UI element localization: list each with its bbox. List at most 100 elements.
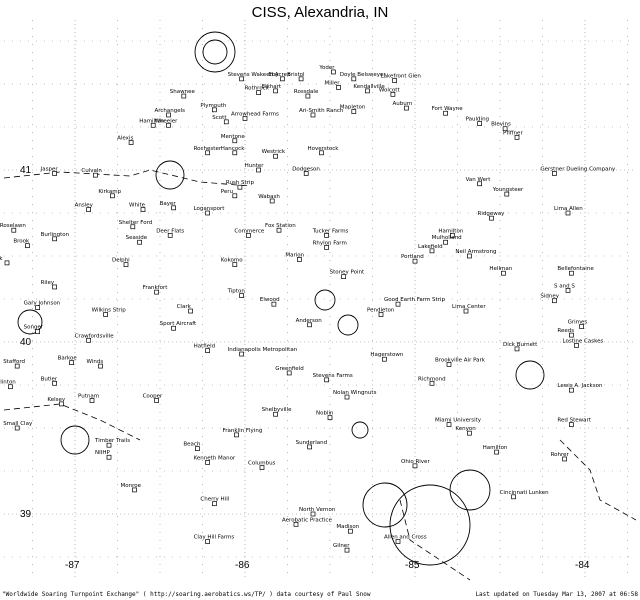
airport-marker: [569, 387, 574, 393]
airport-label: Pfiffner: [503, 130, 523, 136]
map-title: CISS, Alexandria, IN: [251, 4, 389, 21]
airport-marker: [259, 465, 265, 470]
airport-label: Delphi: [112, 258, 130, 264]
airport-marker: [171, 205, 176, 211]
airport-marker: [123, 262, 129, 267]
airport-label: Roselawn: [0, 223, 26, 229]
airport-label: Alexis: [117, 135, 133, 141]
airport-label: Ohio River: [401, 459, 430, 465]
airport-label: Ari-Smith Ranch: [299, 108, 344, 114]
airport-marker: [310, 511, 316, 517]
airport-marker: [106, 442, 112, 448]
airport-label: Wheeler: [155, 118, 179, 124]
airport-marker: [52, 171, 57, 176]
airport-label: Red Stewart: [557, 418, 591, 424]
airport-label: Shawnee: [170, 89, 196, 95]
airport-label: Archangels: [155, 108, 186, 114]
airport-marker: [232, 262, 238, 267]
airport-label: Shelbyville: [262, 407, 292, 413]
airport-marker: [514, 134, 520, 140]
airport-label: Doyle Belsweyer: [340, 72, 387, 78]
airport-marker: [392, 78, 397, 83]
airport-label: S and S: [554, 283, 575, 289]
airport-label: Stevens Farms: [313, 373, 353, 379]
airport-label: Dick Burnett: [503, 342, 538, 348]
airport-label: Winds: [87, 359, 104, 365]
airport-marker: [569, 332, 574, 338]
airport-label: Kenneth Manor: [194, 455, 236, 461]
airport-label: Fox Station: [265, 223, 296, 229]
airport-label: Pendleton: [367, 307, 395, 313]
airport-marker: [234, 432, 239, 438]
airport-label: Gerstner Dueling Company: [540, 166, 616, 172]
airport-label: Rossdale: [294, 89, 319, 95]
airport-label: Elwood: [260, 297, 280, 303]
airport-marker: [562, 456, 567, 462]
lon-label: -87: [65, 560, 80, 571]
airport-label: Riley: [41, 280, 55, 286]
airport-label: Gilner: [333, 543, 350, 549]
airport-marker: [348, 528, 353, 534]
airport-label: Hamilton: [139, 118, 164, 124]
airport-marker: [154, 398, 159, 403]
airport-marker: [569, 422, 574, 427]
airport-marker: [171, 325, 176, 331]
airport-marker: [8, 384, 13, 390]
airport-marker: [307, 444, 312, 450]
airport-label: Beach: [183, 442, 201, 448]
airport-marker: [395, 301, 401, 307]
airport-marker: [574, 343, 579, 348]
airport-label: Miami University: [435, 418, 482, 424]
airport-marker: [307, 322, 312, 328]
airport-marker: [154, 289, 159, 295]
airport-marker: [52, 236, 57, 242]
lat-label: 40: [20, 337, 32, 348]
airport-label: Good Earth Farm Strip: [384, 297, 445, 303]
airport-marker: [205, 348, 210, 353]
airport-marker: [52, 284, 57, 290]
airport-marker: [305, 93, 311, 99]
airport-label: Barkoe: [58, 356, 78, 362]
airport-marker: [137, 239, 142, 245]
airport-label: Mapleton: [340, 105, 366, 111]
airport-label: Cooper: [143, 393, 163, 399]
airport-marker: [273, 411, 278, 417]
airport-label: Lakefront Glen: [381, 74, 422, 80]
airport-label: Wolcott: [379, 87, 401, 93]
airport-marker: [494, 449, 499, 455]
airport-label: NIIHP: [95, 450, 110, 456]
airport-marker: [351, 76, 357, 82]
airport-label: Clark: [177, 304, 192, 310]
airport-label: Stafford: [3, 359, 25, 365]
airport-marker: [514, 346, 520, 352]
airport-marker: [565, 210, 571, 216]
airport-marker: [11, 227, 17, 233]
airport-label: Crawfordsville: [75, 333, 115, 339]
airspace-circle: [17, 309, 43, 335]
airport-label: Neil Armstrong: [455, 249, 496, 255]
airport-label: White: [129, 203, 146, 209]
state-border-east: [559, 439, 637, 521]
airport-label: Lostine Caskes: [563, 338, 604, 344]
airport-marker: [344, 547, 350, 553]
airport-label: Rush Strip: [226, 180, 255, 186]
airport-label: Reeds: [557, 328, 574, 334]
airport-marker: [35, 305, 40, 310]
airport-marker: [98, 363, 103, 369]
airport-label: Hamilton: [438, 228, 463, 234]
airport-label: Clay Hill Farms: [194, 535, 235, 541]
airport-label: Ansley: [75, 203, 94, 209]
airport-marker: [404, 105, 409, 111]
airport-marker: [286, 370, 292, 376]
airport-marker: [365, 88, 370, 94]
airport-marker: [324, 233, 329, 238]
airport-label: Timber Trails: [94, 438, 130, 444]
airport-label: Bayer: [160, 201, 177, 207]
airport-label: Monroe: [121, 483, 142, 489]
airport-marker: [273, 153, 278, 159]
airport-marker: [167, 233, 173, 238]
airport-marker: [324, 377, 329, 383]
airport-label: Deer Flats: [156, 228, 184, 234]
airport-label: Shelter Ford: [119, 220, 152, 226]
airspace-circle: [60, 425, 90, 455]
